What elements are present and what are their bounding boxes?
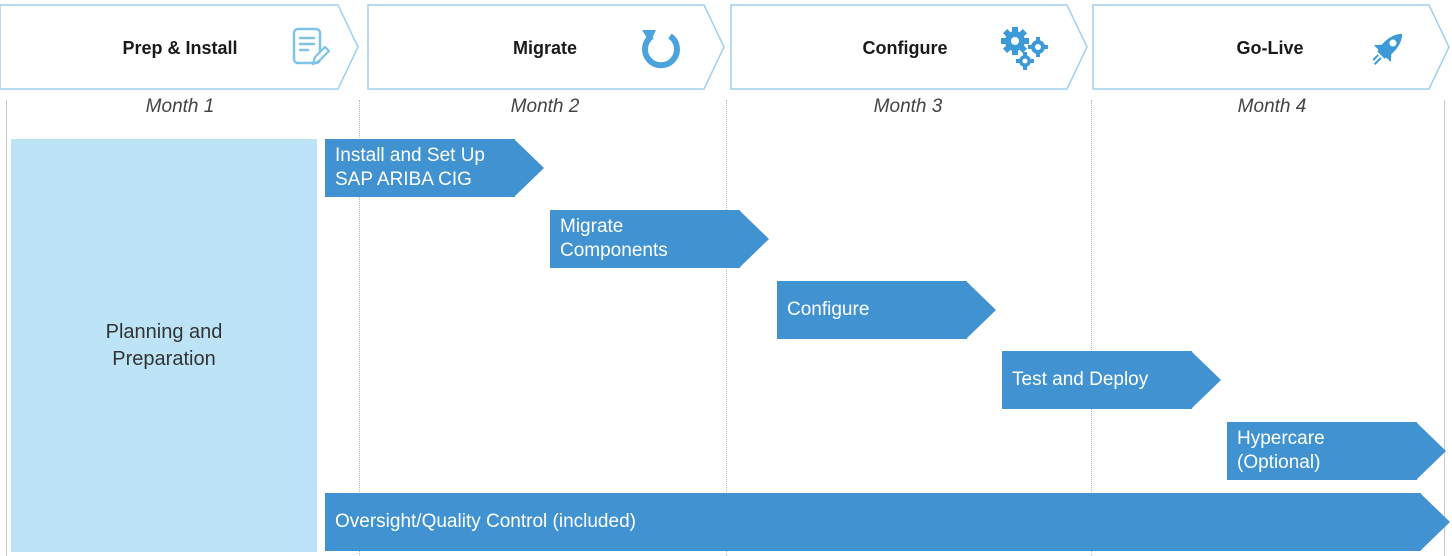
rocket-icon xyxy=(1366,26,1410,75)
month-label-4: Month 4 xyxy=(1237,96,1307,117)
task-configure-tip xyxy=(966,281,996,339)
grid-line-month-3 xyxy=(726,100,727,556)
month-label-1: Month 1 xyxy=(145,96,215,117)
planning-block: Planning and Preparation xyxy=(11,139,317,552)
phase-chevron-band xyxy=(0,4,1450,90)
task-test-deploy-tip xyxy=(1191,351,1221,409)
phase-label-go-live: Go-Live xyxy=(1236,38,1304,58)
task-migrate-components-tip xyxy=(739,210,769,268)
month-label-2: Month 2 xyxy=(510,96,580,117)
phase-label-prep-install: Prep & Install xyxy=(122,38,238,58)
task-hypercare-tip xyxy=(1416,422,1446,480)
phase-chevron-go-live xyxy=(1092,4,1450,90)
task-migrate-components: Migrate Components xyxy=(550,210,740,268)
task-oversight-quality-control: Oversight/Quality Control (included) xyxy=(325,493,1421,551)
phase-chevron-prep-install xyxy=(0,4,359,90)
month-label-3: Month 3 xyxy=(873,96,943,117)
task-oversight-quality-control-tip xyxy=(1420,493,1450,551)
gears-icon xyxy=(1000,26,1054,75)
document-edit-icon xyxy=(291,26,331,75)
grid-line-left xyxy=(6,100,7,556)
grid-line-month-2 xyxy=(359,100,360,556)
task-install-setup-tip xyxy=(514,139,544,197)
task-hypercare: Hypercare (Optional) xyxy=(1227,422,1417,480)
phase-chevron-migrate xyxy=(367,4,725,90)
phase-label-migrate: Migrate xyxy=(512,38,577,58)
task-install-setup: Install and Set Up SAP ARIBA CIG xyxy=(325,139,515,197)
grid-line-month-4 xyxy=(1091,100,1092,556)
phase-chevron-configure xyxy=(730,4,1088,90)
task-configure: Configure xyxy=(777,281,967,339)
planning-label: Planning and Preparation xyxy=(105,320,223,370)
grid-line-right xyxy=(1444,100,1445,556)
phase-label-configure: Configure xyxy=(862,38,948,58)
task-test-deploy: Test and Deploy xyxy=(1002,351,1192,409)
refresh-icon xyxy=(638,26,684,77)
